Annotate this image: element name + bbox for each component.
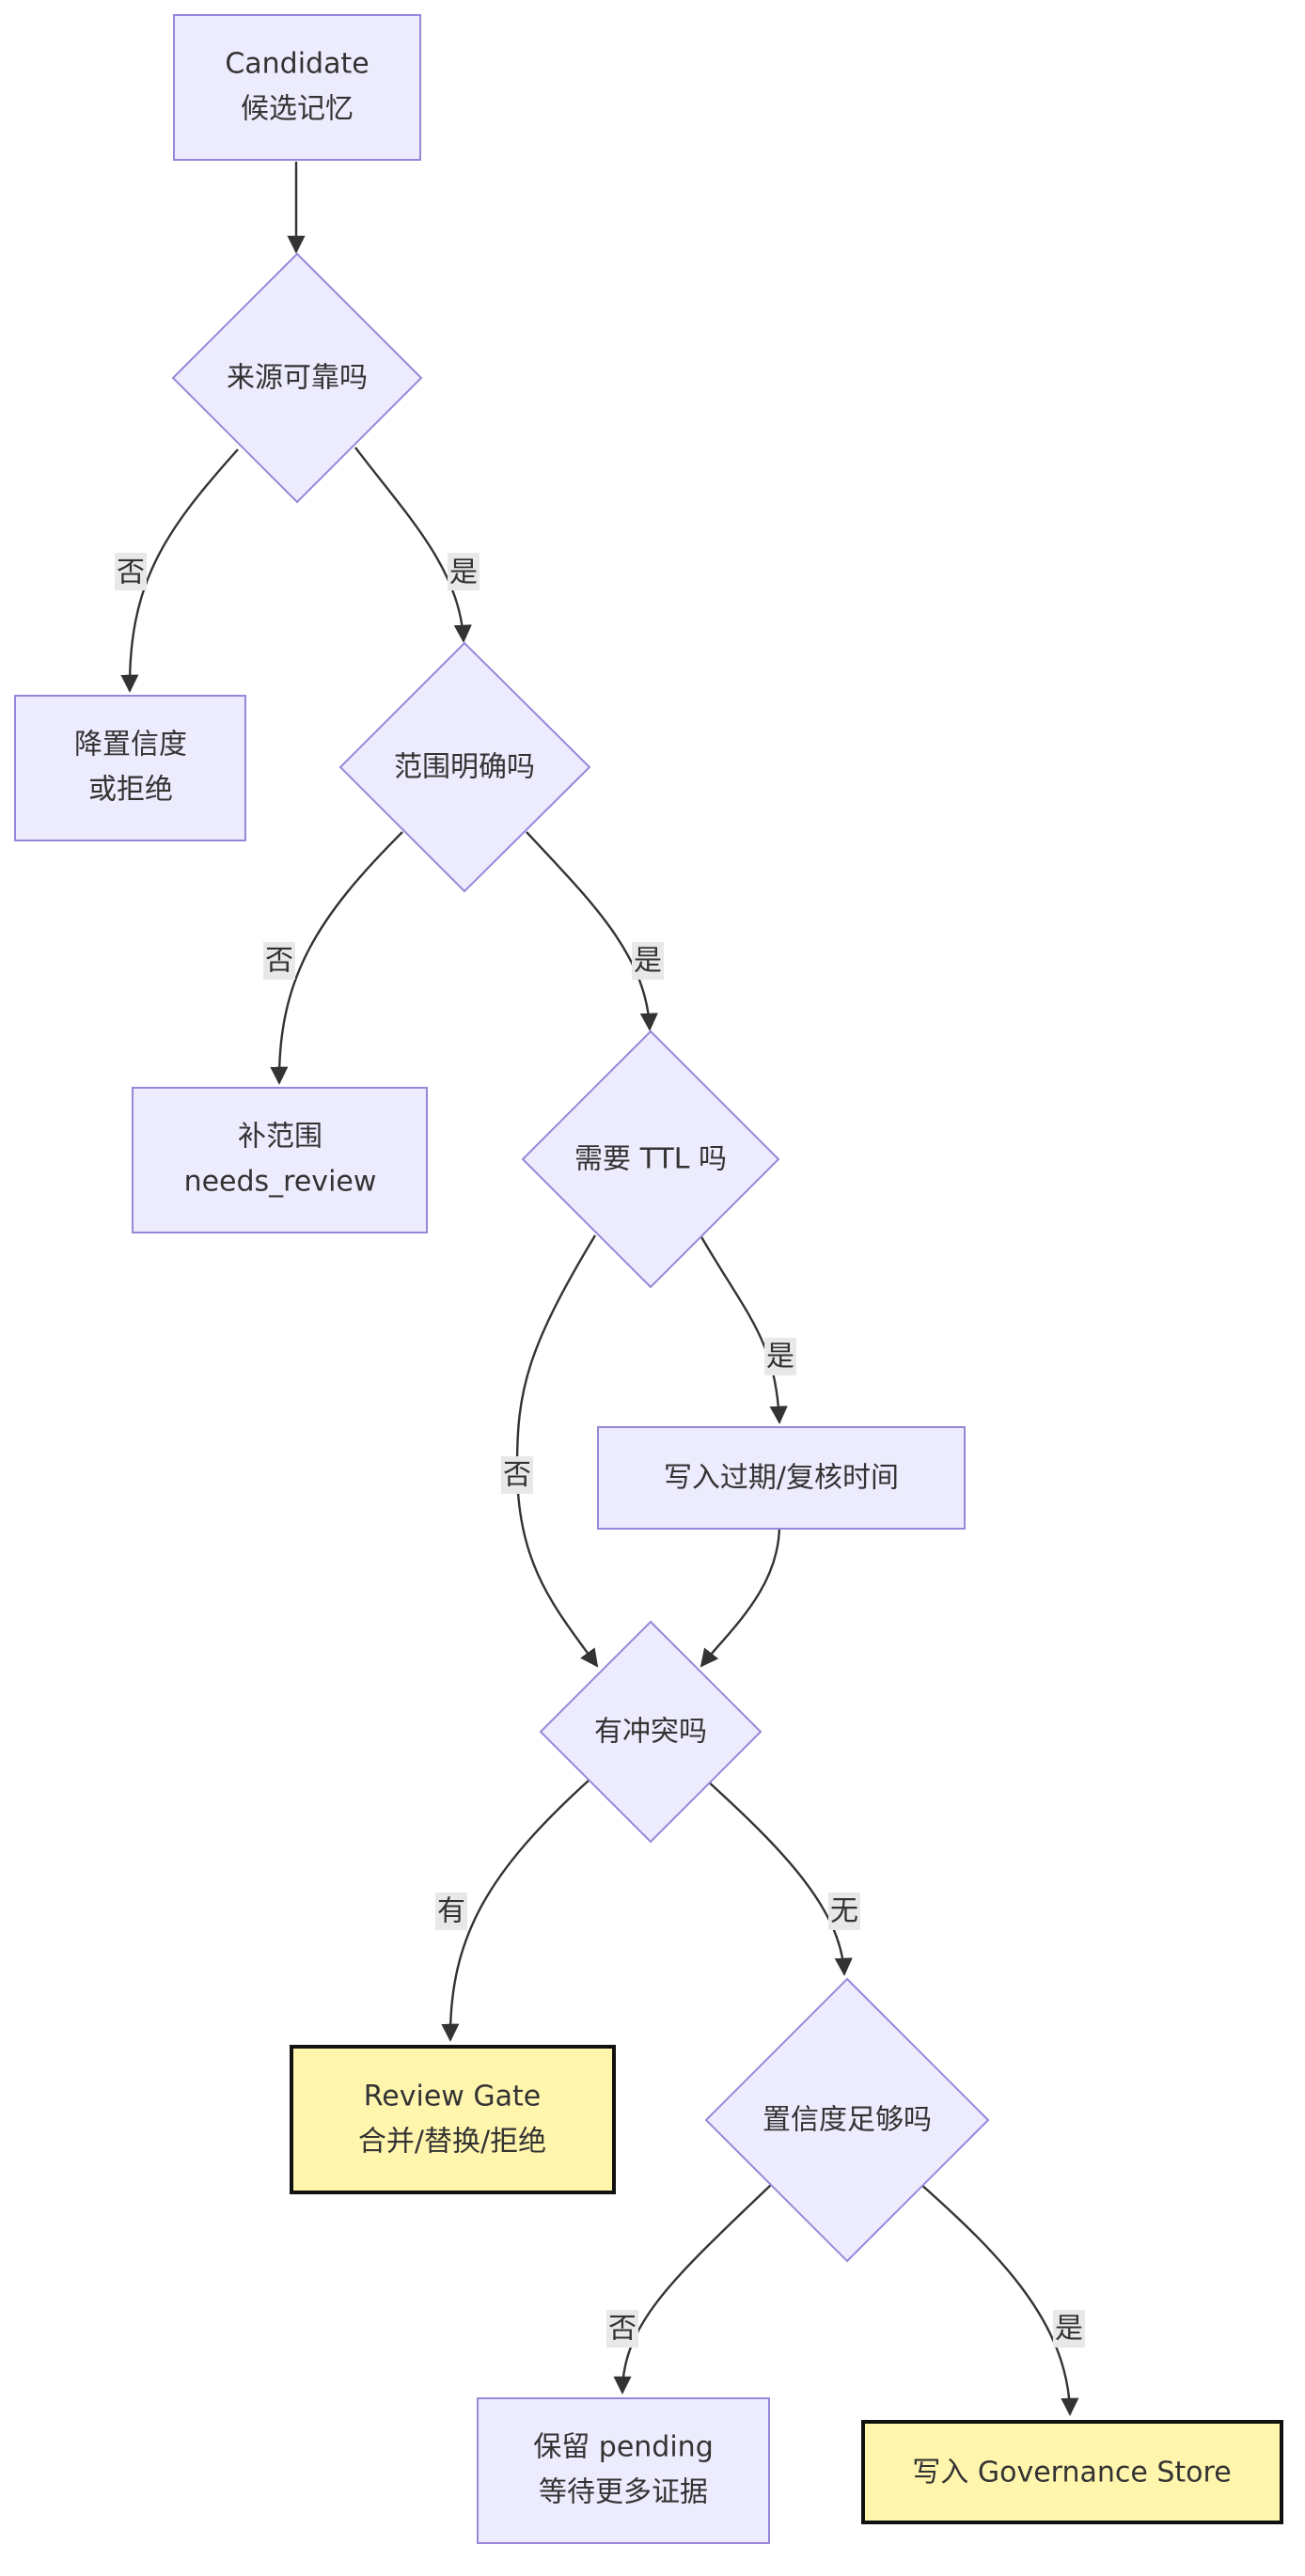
svg-text:是: 是 [1055,2313,1083,2346]
edge-labels: 否 是 否 是 否 是 有 无 [115,553,1085,2348]
edge-label-scope-no: 否 [263,942,295,980]
edge-conflict-yes [441,1779,590,2042]
node-add-scope: 补范围 needs_review [132,1087,428,1233]
node-review-gate: Review Gate 合并/替换/拒绝 [290,2045,616,2194]
svg-text:否: 否 [608,2313,637,2346]
svg-text:写入过期/复核时间: 写入过期/复核时间 [664,1462,899,1495]
svg-text:有: 有 [437,1895,465,1928]
svg-text:置信度足够吗: 置信度足够吗 [763,2104,932,2137]
edge-label-scope-yes: 是 [632,942,664,980]
node-candidate: Candidate 候选记忆 [173,14,421,161]
node-lower-confidence: 降置信度 或拒绝 [14,695,246,841]
edge-confidence-no [613,2182,774,2395]
edge-label-source-yes: 是 [448,553,480,590]
node-lower-confidence-line2: 或拒绝 [88,774,173,807]
node-review-gate-line2: 合并/替换/拒绝 [358,2126,546,2159]
edge-label-confidence-yes: 是 [1053,2310,1085,2348]
node-candidate-line1: Candidate [225,48,369,81]
node-keep-pending-line2: 等待更多证据 [539,2476,708,2509]
node-confidence-enough: 置信度足够吗 [704,1977,990,2263]
svg-text:来源可靠吗: 来源可靠吗 [227,362,368,395]
svg-text:否: 否 [117,557,145,589]
svg-text:是: 是 [634,945,662,978]
node-write-store: 写入 Governance Store [861,2420,1283,2524]
edge-scope-yes [526,831,658,1031]
edge-label-conflict-no: 无 [828,1893,860,1930]
edge-conflict-no [705,1779,853,1976]
node-source-reliable: 来源可靠吗 [171,252,423,504]
edge-ttl-yes [699,1234,788,1424]
node-add-scope-line1: 补范围 [238,1121,322,1154]
node-keep-pending: 保留 pending 等待更多证据 [477,2397,770,2544]
edge-label-confidence-no: 否 [606,2310,638,2348]
edge-label-conflict-yes: 有 [435,1893,467,1930]
edge-scope-no [270,831,403,1085]
svg-text:是: 是 [766,1341,794,1374]
svg-text:范围明确吗: 范围明确吗 [394,751,535,784]
svg-text:需要 TTL 吗: 需要 TTL 吗 [574,1143,727,1176]
edge-source-no [120,448,239,693]
svg-text:否: 否 [265,945,293,978]
node-write-expiry: 写入过期/复核时间 [597,1426,966,1530]
edge-label-source-no: 否 [115,553,147,590]
node-review-gate-line1: Review Gate [364,2081,541,2113]
node-add-scope-line2: needs_review [184,1166,377,1199]
nodes: Candidate 候选记忆 来源可靠吗 降置信度 或拒绝 范围明确吗 补范围 … [14,14,1283,2544]
node-keep-pending-line1: 保留 pending [533,2431,713,2464]
node-candidate-line2: 候选记忆 [241,93,354,126]
edge-ttl-no [515,1234,599,1668]
node-scope-clear: 范围明确吗 [338,641,591,893]
svg-text:写入 Governance Store: 写入 Governance Store [912,2457,1231,2490]
svg-text:有冲突吗: 有冲突吗 [594,1716,707,1749]
edge-label-ttl-yes: 是 [764,1338,796,1375]
node-lower-confidence-line1: 降置信度 [74,729,187,762]
edge-confidence-yes [919,2182,1079,2416]
edge-label-ttl-no: 否 [501,1456,533,1494]
svg-text:是: 是 [449,557,478,589]
node-has-conflict: 有冲突吗 [539,1620,763,1844]
edge-expiry-to-conflict [700,1524,781,1668]
svg-text:无: 无 [830,1895,858,1928]
node-need-ttl: 需要 TTL 吗 [521,1029,780,1289]
edge-source-yes [354,447,472,643]
svg-text:否: 否 [503,1459,531,1492]
